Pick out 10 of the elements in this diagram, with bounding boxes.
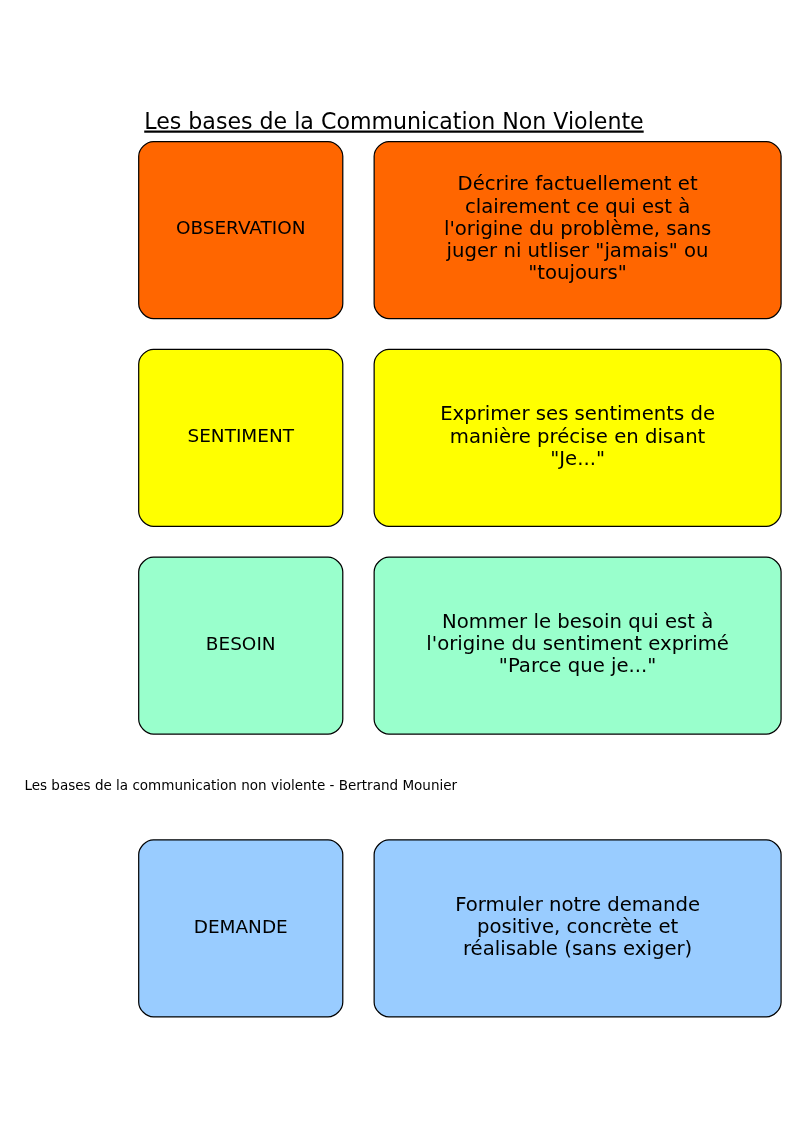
node-box: Formuler notre demande positive, concrète et réalisable (sans exiger): [373, 838, 782, 1017]
diagram-title: Les bases de la Communication Non Violente: [143, 107, 644, 133]
node-box: BESOIN: [137, 555, 343, 735]
node-box: DEMANDE: [137, 838, 343, 1017]
node-box: OBSERVATION: [137, 140, 343, 319]
node-box: Exprimer ses sentiments de manière précise en disant "Je...": [373, 348, 782, 527]
label: Les bases de la communication non violente - Bertrand Mounier: [23, 776, 457, 793]
node-box: Décrire factuellement et clairement ce qui est à l'origine du problème, sans juger ni utliser "jamais" ou "toujours": [373, 140, 782, 319]
node-box: SENTIMENT: [137, 348, 343, 527]
node-box: Nommer le besoin qui est à l'origine du sentiment exprimé "Parce que je...": [373, 555, 782, 735]
